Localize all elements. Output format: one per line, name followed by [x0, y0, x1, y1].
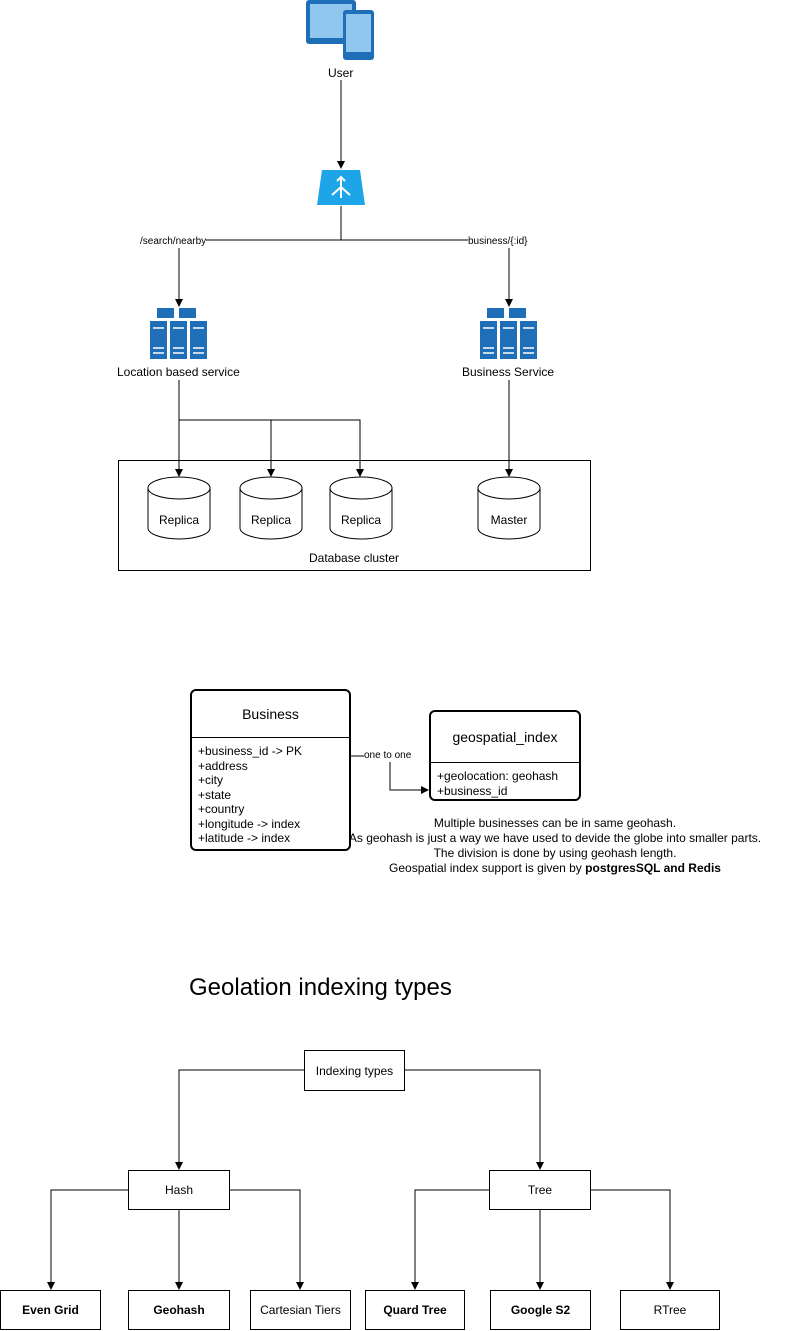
- rtree-node[interactable]: RTree: [620, 1290, 720, 1330]
- tree-node[interactable]: Tree: [489, 1170, 591, 1210]
- load-balancer-icon[interactable]: [316, 169, 366, 206]
- geohash-node[interactable]: Geohash: [128, 1290, 230, 1330]
- hash-node[interactable]: Hash: [128, 1170, 230, 1210]
- note-support-bold: postgresSQL and Redis: [585, 861, 721, 875]
- geospatial-index-title: geospatial_index: [431, 712, 579, 763]
- indexing-section-title: Geolation indexing types: [189, 974, 452, 1001]
- relation-label: one to one: [364, 750, 412, 762]
- field: +geolocation: geohash: [437, 769, 559, 783]
- user-devices-icon: [305, 0, 375, 62]
- edge-tree-rtree: [590, 1189, 674, 1290]
- business-service-label: Business Service: [462, 365, 555, 379]
- cartesian-tiers-node[interactable]: Cartesian Tiers: [250, 1290, 351, 1330]
- field: +address: [198, 758, 248, 773]
- note-line: As geohash is just a way we have used to…: [348, 831, 762, 845]
- indexing-root-node[interactable]: Indexing types: [304, 1050, 405, 1091]
- even-grid-node[interactable]: Even Grid: [0, 1290, 101, 1330]
- google-s2-node[interactable]: Google S2: [490, 1290, 591, 1330]
- master-cylinder: [477, 476, 541, 540]
- note-support-prefix: Geospatial index support is given by: [389, 861, 586, 875]
- geospatial-index-entity[interactable]: geospatial_index +geolocation: geohash +…: [429, 710, 581, 801]
- note-line: Multiple businesses can be in same geoha…: [433, 816, 677, 830]
- field: +business_id -> PK: [198, 744, 303, 758]
- master-label: Master: [490, 513, 528, 527]
- edge-tree-quard: [411, 1189, 490, 1290]
- field: +latitude -> index: [198, 831, 291, 845]
- route-search-label: /search/nearby: [140, 236, 207, 248]
- replica-label: Replica: [340, 513, 382, 527]
- route-business-label: business/{:id}: [468, 236, 528, 248]
- geohash-notes: Multiple businesses can be in same geoha…: [330, 816, 780, 876]
- location-service-label: Location based service: [117, 365, 240, 379]
- quard-tree-node[interactable]: Quard Tree: [365, 1290, 465, 1330]
- replica-label: Replica: [158, 513, 200, 527]
- field: +state: [198, 787, 232, 802]
- note-line-support: Geospatial index support is given by pos…: [330, 861, 780, 876]
- replica-label: Replica: [250, 513, 292, 527]
- edge-lb-split: [179, 206, 342, 241]
- replica-cylinder-2: [239, 476, 303, 540]
- edge-root-hash: [175, 1069, 304, 1170]
- business-entity-fields: +business_id -> PK +address +city +state…: [192, 738, 349, 849]
- database-cluster-label: Database cluster: [309, 551, 400, 565]
- database-cluster: [118, 460, 591, 571]
- field: +city: [198, 773, 224, 787]
- edge-loc-branch: [179, 419, 364, 477]
- edge-hash-evengrid: [47, 1189, 129, 1290]
- note-line: The division is done by using geohash le…: [433, 846, 677, 860]
- field: +business_id: [437, 783, 508, 798]
- replica-cylinder-1: [147, 476, 211, 540]
- field: +longitude -> index: [198, 816, 301, 831]
- location-service-server-icon[interactable]: [150, 308, 208, 360]
- geospatial-index-fields: +geolocation: geohash +business_id: [431, 763, 579, 799]
- field: +country: [198, 802, 245, 816]
- edge-root-tree: [404, 1069, 544, 1170]
- business-entity-title: Business: [192, 691, 349, 738]
- replica-cylinder-3: [329, 476, 393, 540]
- edge-hash-cartesian: [229, 1189, 304, 1290]
- business-service-server-icon[interactable]: [480, 308, 538, 360]
- business-entity[interactable]: Business +business_id -> PK +address +ci…: [190, 689, 351, 851]
- user-label: User: [328, 66, 354, 80]
